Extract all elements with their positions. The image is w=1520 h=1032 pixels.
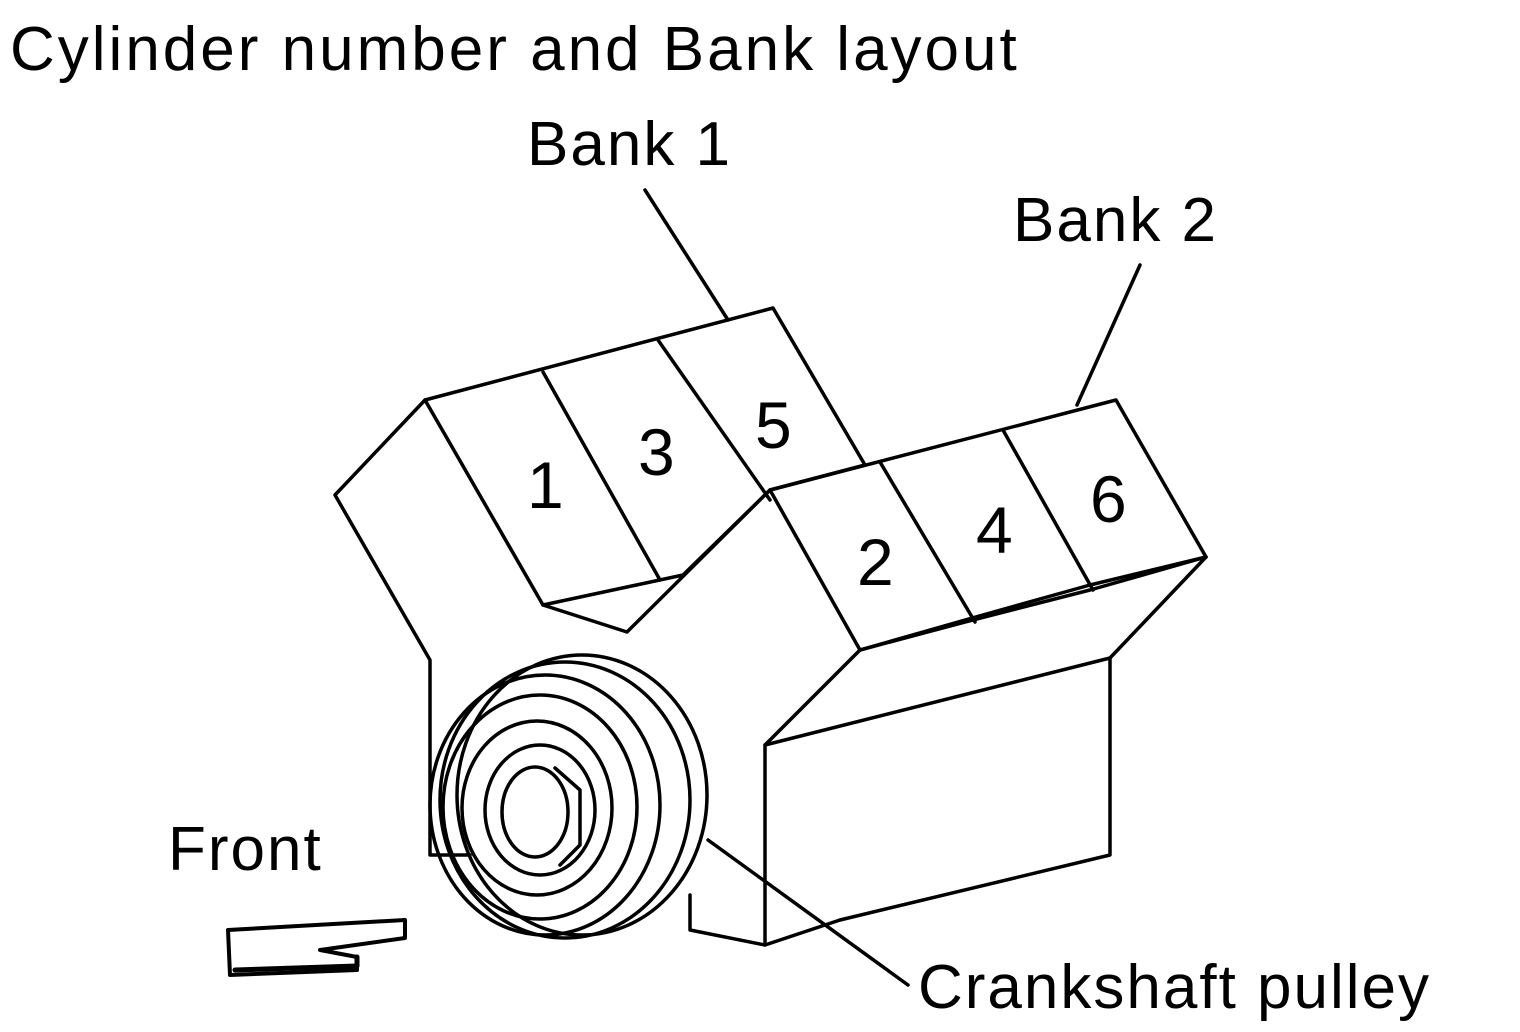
crankshaft-leader-line (706, 838, 910, 987)
cylinder-3-label: 3 (638, 415, 675, 489)
engine-block (333, 398, 1208, 947)
cylinder-2-label: 2 (857, 525, 894, 599)
bank2-label: Bank 2 (1013, 186, 1218, 255)
bank2-leader-line (1075, 263, 1142, 407)
cylinder-6-label: 6 (1090, 462, 1127, 536)
diagram-title: Cylinder number and Bank layout (10, 15, 1020, 84)
cylinder-5-label: 5 (755, 388, 792, 462)
crankshaft-pulley-label: Crankshaft pulley (918, 953, 1431, 1022)
bank1-leader-line (643, 188, 730, 322)
cylinder-4-label: 4 (976, 493, 1013, 567)
bank2-head (768, 398, 1208, 652)
front-label: Front (168, 815, 323, 884)
bank1-label: Bank 1 (527, 110, 732, 179)
crankshaft-pulley (428, 653, 709, 940)
cylinder-1-label: 1 (527, 448, 564, 522)
arrow-left-icon (226, 918, 407, 977)
